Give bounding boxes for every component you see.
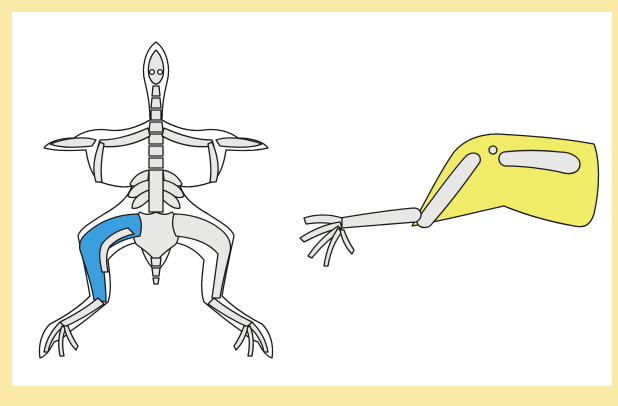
isolated-limb: [300, 134, 599, 266]
ribcage: [128, 170, 184, 212]
skeleton-top-view: [39, 42, 272, 358]
forearm-bones: [336, 208, 421, 228]
eye-socket-right: [158, 70, 163, 75]
eye-socket-left: [150, 70, 155, 75]
right-hand: [216, 138, 262, 147]
left-hand: [50, 138, 96, 147]
neck-vertebrae: [151, 86, 161, 120]
tail-vertebrae: [151, 258, 161, 284]
joint-knob: [489, 146, 497, 154]
